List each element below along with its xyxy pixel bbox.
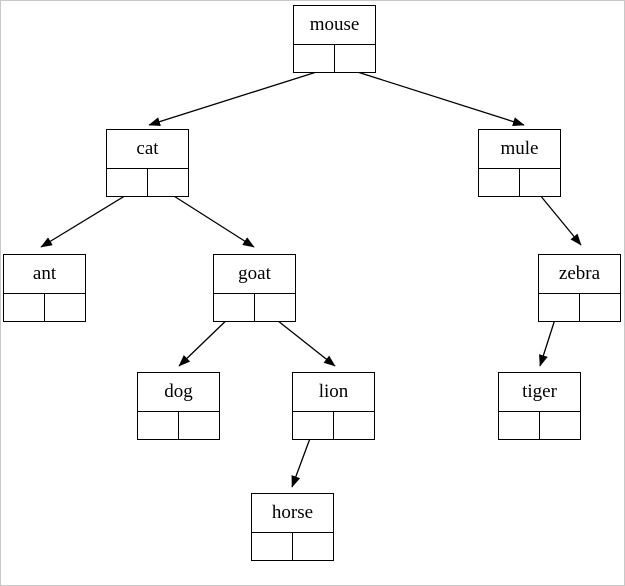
- tree-node-label-dog: dog: [138, 373, 219, 412]
- left-pointer-cell-goat[interactable]: [214, 294, 255, 321]
- tree-node-lion[interactable]: lion: [292, 372, 375, 440]
- right-pointer-cell-cat[interactable]: [148, 169, 188, 196]
- tree-node-ant[interactable]: ant: [3, 254, 86, 322]
- tree-node-cat[interactable]: cat: [106, 129, 189, 197]
- tree-node-label-cat: cat: [107, 130, 188, 169]
- right-pointer-cell-mule[interactable]: [520, 169, 560, 196]
- left-pointer-cell-cat[interactable]: [107, 169, 148, 196]
- tree-node-pointers-tiger: [499, 412, 580, 439]
- right-pointer-cell-ant[interactable]: [45, 294, 85, 321]
- edge-mouse-to-cat: [148, 68, 327, 127]
- right-pointer-cell-lion[interactable]: [334, 412, 374, 439]
- tree-node-label-goat: goat: [214, 255, 295, 294]
- tree-node-pointers-mule: [479, 169, 560, 196]
- left-pointer-cell-mule[interactable]: [479, 169, 520, 196]
- right-pointer-cell-tiger[interactable]: [540, 412, 580, 439]
- tree-node-label-tiger: tiger: [499, 373, 580, 412]
- tree-node-pointers-cat: [107, 169, 188, 196]
- tree-node-pointers-dog: [138, 412, 219, 439]
- edge-mouse-to-mule: [347, 68, 525, 126]
- tree-node-label-horse: horse: [252, 494, 333, 533]
- left-pointer-cell-mouse[interactable]: [294, 45, 335, 72]
- tree-node-dog[interactable]: dog: [137, 372, 220, 440]
- tree-node-pointers-horse: [252, 533, 333, 560]
- tree-node-pointers-lion: [293, 412, 374, 439]
- left-pointer-cell-lion[interactable]: [293, 412, 334, 439]
- tree-node-horse[interactable]: horse: [251, 493, 334, 561]
- right-pointer-cell-dog[interactable]: [179, 412, 219, 439]
- right-pointer-cell-mouse[interactable]: [335, 45, 375, 72]
- left-pointer-cell-zebra[interactable]: [539, 294, 580, 321]
- right-pointer-cell-horse[interactable]: [293, 533, 333, 560]
- left-pointer-cell-horse[interactable]: [252, 533, 293, 560]
- edge-cat-to-goat: [165, 190, 255, 248]
- tree-node-zebra[interactable]: zebra: [538, 254, 621, 322]
- edge-lion-to-horse: [291, 432, 313, 488]
- tree-node-label-zebra: zebra: [539, 255, 620, 294]
- tree-node-label-ant: ant: [4, 255, 85, 294]
- edge-cat-to-ant: [40, 190, 134, 248]
- tree-node-pointers-ant: [4, 294, 85, 321]
- tree-node-pointers-mouse: [294, 45, 375, 72]
- tree-node-pointers-zebra: [539, 294, 620, 321]
- tree-node-mule[interactable]: mule: [478, 129, 561, 197]
- right-pointer-cell-goat[interactable]: [255, 294, 295, 321]
- edge-mule-to-zebra: [534, 188, 582, 246]
- left-pointer-cell-dog[interactable]: [138, 412, 179, 439]
- left-pointer-cell-ant[interactable]: [4, 294, 45, 321]
- tree-node-pointers-goat: [214, 294, 295, 321]
- tree-node-mouse[interactable]: mouse: [293, 5, 376, 73]
- tree-node-goat[interactable]: goat: [213, 254, 296, 322]
- tree-node-label-mouse: mouse: [294, 6, 375, 45]
- left-pointer-cell-tiger[interactable]: [499, 412, 540, 439]
- tree-node-label-mule: mule: [479, 130, 560, 169]
- tree-node-tiger[interactable]: tiger: [498, 372, 581, 440]
- right-pointer-cell-zebra[interactable]: [580, 294, 620, 321]
- tree-node-label-lion: lion: [293, 373, 374, 412]
